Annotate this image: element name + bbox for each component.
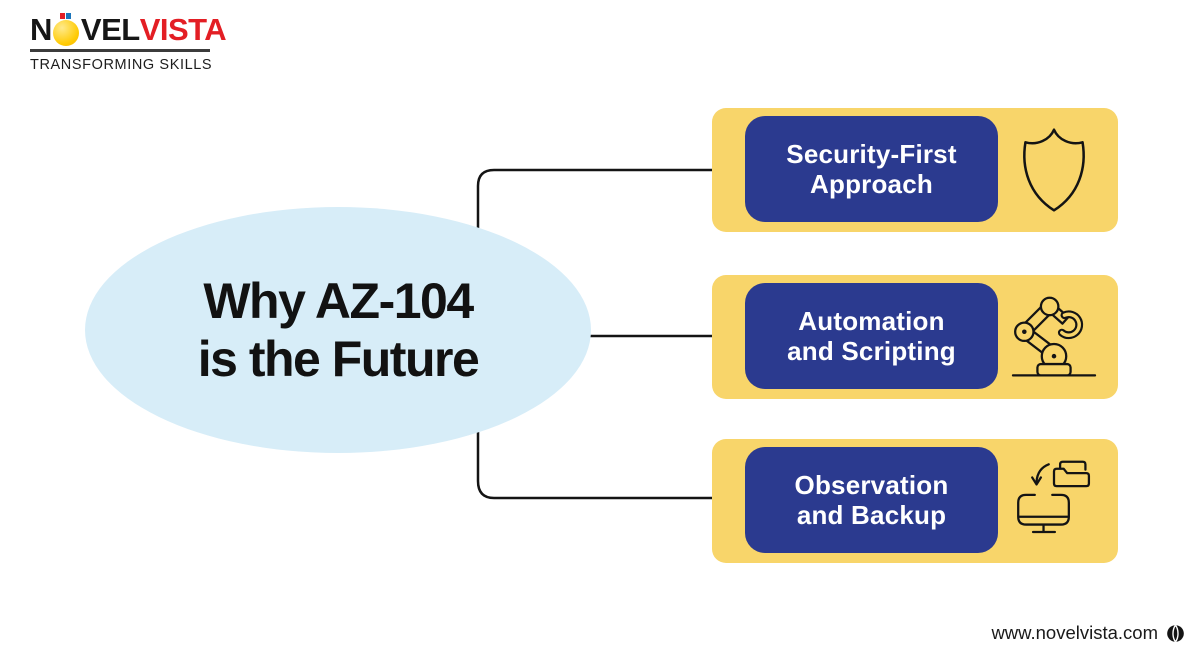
robot-arm-icon — [1006, 288, 1102, 386]
branch-label-line1: Automation — [798, 305, 945, 336]
brand-o-ball-icon — [52, 13, 80, 46]
globe-icon — [1165, 623, 1186, 644]
branch-pill-automation: Automation and Scripting — [745, 283, 998, 389]
central-topic-title: Why AZ-104 is the Future — [197, 272, 480, 389]
brand-wordmark: N VEL VISTA — [30, 12, 227, 47]
shield-icon — [1006, 121, 1102, 219]
branch-label-line2: and Backup — [796, 500, 947, 530]
central-topic-line2: is the Future — [197, 331, 480, 387]
brand-text-vista: VISTA — [139, 12, 227, 47]
branch-pill-observation: Observation and Backup — [745, 447, 998, 553]
branch-card-security: Security-First Approach — [712, 108, 1118, 232]
logo-divider — [30, 49, 210, 52]
branch-label-line1: Security-First — [786, 138, 957, 169]
central-topic-line1: Why AZ-104 — [203, 272, 474, 329]
brand-text-vel: VEL — [80, 12, 140, 47]
backup-icon — [1006, 452, 1102, 550]
connector-line-top — [476, 168, 713, 234]
ball-caps-icon — [59, 13, 71, 19]
ball-circle-icon — [52, 20, 79, 46]
branch-card-observation: Observation and Backup — [712, 439, 1118, 563]
brand-tagline: TRANSFORMING SKILLS — [30, 57, 213, 73]
branch-label-line2: Approach — [810, 169, 933, 199]
website-url: www.novelvista.com — [991, 622, 1158, 643]
branch-pill-security: Security-First Approach — [745, 116, 998, 222]
brand-logo: N VEL VISTA TRANSFORMING SKILLS — [30, 12, 227, 73]
connector-line-bottom — [476, 426, 713, 500]
branch-label-line1: Observation — [794, 469, 949, 500]
brand-text-n: N — [30, 12, 52, 47]
branch-card-automation: Automation and Scripting — [712, 275, 1118, 399]
central-topic-ellipse: Why AZ-104 is the Future — [85, 207, 591, 453]
footer: www.novelvista.com — [991, 622, 1186, 644]
branch-label-line2: and Scripting — [787, 336, 956, 366]
